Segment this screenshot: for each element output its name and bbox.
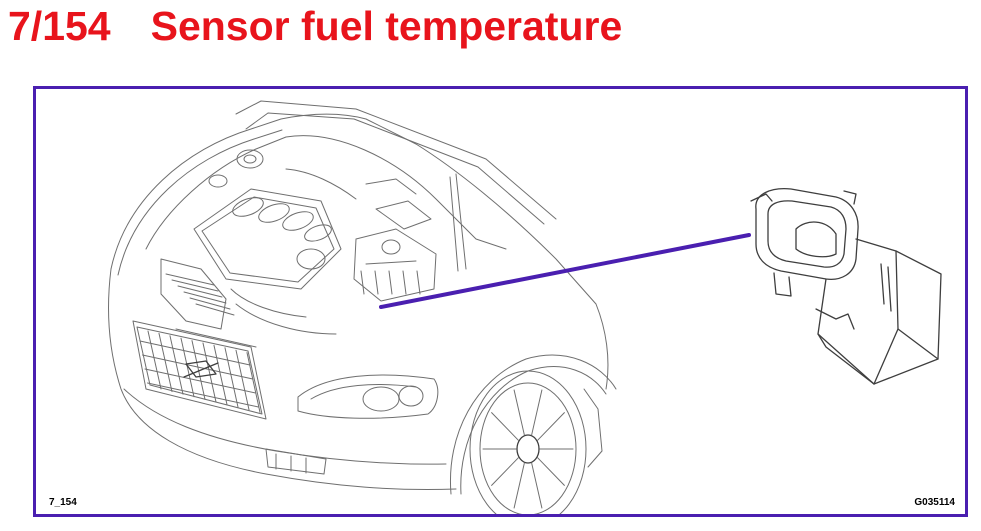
illustration-frame: 7_154 G035114 bbox=[33, 86, 968, 517]
open-hood bbox=[235, 100, 557, 272]
component-code: 7/154 bbox=[8, 3, 111, 49]
front-wheel bbox=[469, 370, 587, 514]
engine-bay-illustration bbox=[107, 100, 942, 514]
headlight bbox=[297, 374, 439, 419]
figure-number: 7_154 bbox=[49, 497, 77, 508]
figure-reference-code: G035114 bbox=[914, 497, 955, 508]
fog-light bbox=[265, 448, 327, 475]
engine-compartment bbox=[145, 135, 507, 348]
car-body-outline bbox=[107, 113, 617, 495]
component-name: Sensor fuel temperature bbox=[150, 3, 623, 49]
page-title: 7/154 Sensor fuel temperature bbox=[8, 0, 622, 52]
front-grille bbox=[132, 320, 267, 420]
fuel-temperature-sensor bbox=[750, 188, 942, 385]
leader-line bbox=[379, 233, 751, 309]
